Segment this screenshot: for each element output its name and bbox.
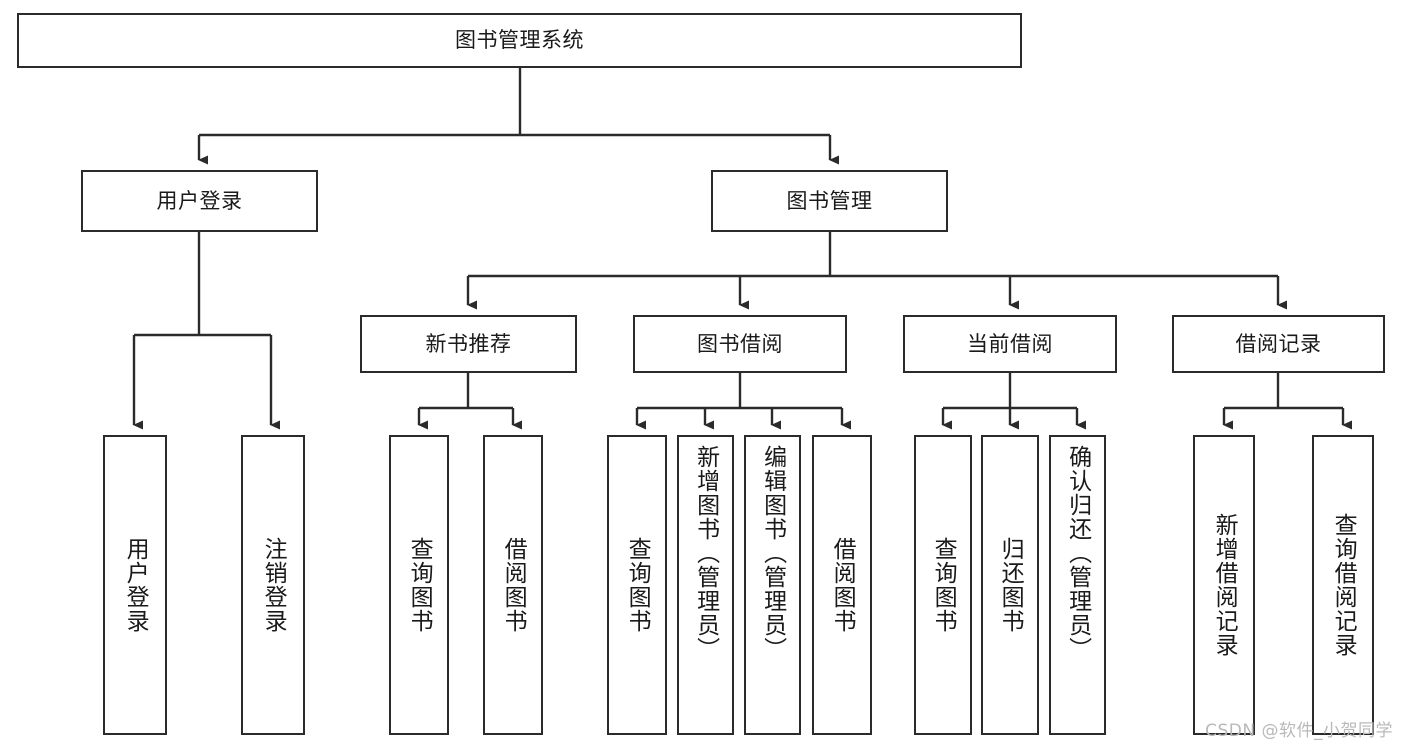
node-label: 查询图书 <box>930 537 957 633</box>
node-new-book-recommend[interactable]: 新书推荐 <box>360 315 577 373</box>
csdn-watermark: CSDN @软件_小贺同学 <box>1205 721 1393 741</box>
node-label: 图书管理系统 <box>455 28 584 53</box>
leaf-current-query-book[interactable]: 查询图书 <box>914 435 972 735</box>
node-label: 归还图书 <box>997 537 1024 633</box>
leaf-borrow-add-book-admin[interactable]: 新增图书（管理员） <box>677 435 734 735</box>
node-label: 当前借阅 <box>967 331 1053 356</box>
node-book-borrow[interactable]: 图书借阅 <box>633 315 847 373</box>
node-label: 新书推荐 <box>425 331 512 356</box>
leaf-logout[interactable]: 注销登录 <box>241 435 305 735</box>
leaf-current-confirm-return-admin[interactable]: 确认归还（管理员） <box>1049 435 1106 735</box>
leaf-user-login[interactable]: 用户登录 <box>103 435 167 735</box>
node-root-system[interactable]: 图书管理系统 <box>17 13 1022 68</box>
node-user-login[interactable]: 用户登录 <box>81 170 318 232</box>
node-label: 新增图书（管理员） <box>692 445 719 661</box>
leaf-record-query-record[interactable]: 查询借阅记录 <box>1312 435 1374 735</box>
node-label: 图书管理 <box>786 188 873 213</box>
node-label: 借阅图书 <box>500 537 527 633</box>
leaf-borrow-edit-book-admin[interactable]: 编辑图书（管理员） <box>744 435 801 735</box>
leaf-borrow-borrow-book[interactable]: 借阅图书 <box>812 435 872 735</box>
node-borrow-record[interactable]: 借阅记录 <box>1172 315 1385 373</box>
node-label: 新增借阅记录 <box>1211 513 1238 657</box>
node-label: 注销登录 <box>260 537 287 633</box>
node-label: 借阅记录 <box>1235 331 1322 356</box>
node-label: 查询借阅记录 <box>1330 513 1357 657</box>
leaf-current-return-book[interactable]: 归还图书 <box>981 435 1039 735</box>
node-book-management[interactable]: 图书管理 <box>711 170 948 232</box>
leaf-borrow-query-book[interactable]: 查询图书 <box>607 435 667 735</box>
leaf-recommend-borrow-book[interactable]: 借阅图书 <box>483 435 543 735</box>
node-label: 查询图书 <box>406 537 433 633</box>
leaf-recommend-query-book[interactable]: 查询图书 <box>389 435 449 735</box>
node-label: 图书借阅 <box>697 331 783 356</box>
node-label: 确认归还（管理员） <box>1064 445 1091 661</box>
node-label: 用户登录 <box>156 188 243 213</box>
node-current-borrow[interactable]: 当前借阅 <box>903 315 1117 373</box>
node-label: 借阅图书 <box>829 537 856 633</box>
node-label: 用户登录 <box>122 537 149 633</box>
leaf-record-add-record[interactable]: 新增借阅记录 <box>1193 435 1255 735</box>
node-label: 编辑图书（管理员） <box>759 445 786 661</box>
node-label: 查询图书 <box>624 537 651 633</box>
